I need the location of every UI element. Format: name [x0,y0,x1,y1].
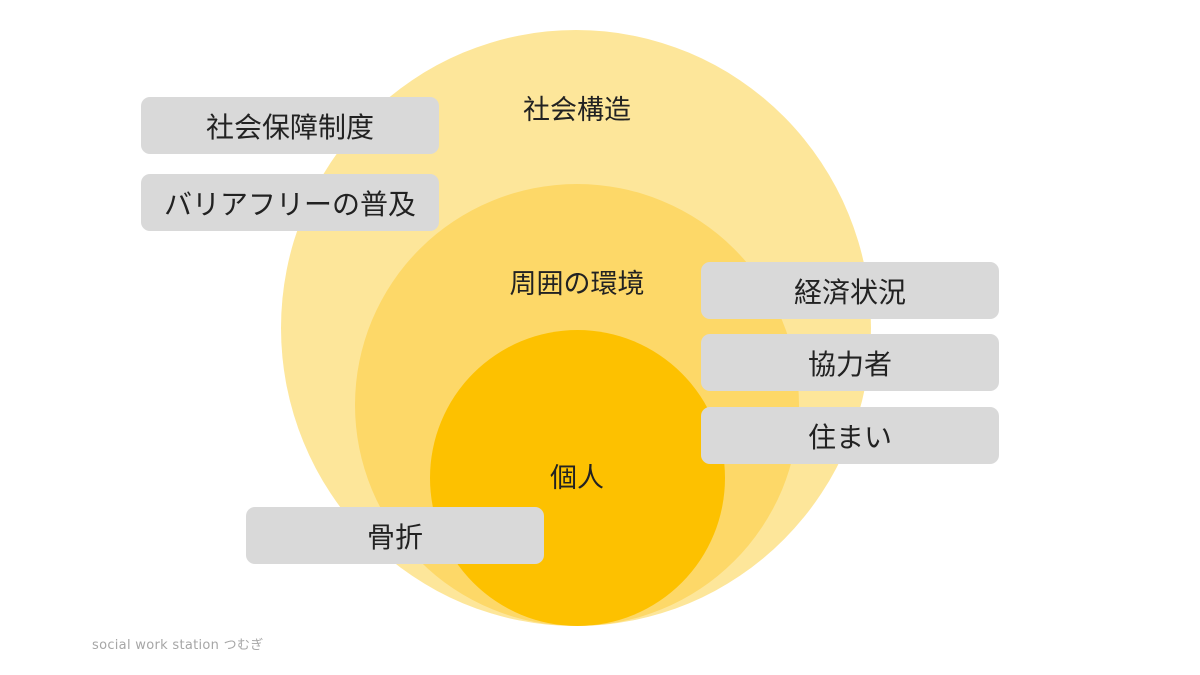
layer-label-middle: 周囲の環境 [509,269,645,300]
factor-box-supporters: 協力者 [701,334,999,391]
layer-label-inner: 個人 [550,463,604,494]
factor-label: 協力者 [807,347,892,381]
factor-box-fracture: 骨折 [246,507,544,564]
inner-circle-individual [430,330,725,626]
factor-label: バリアフリーの普及 [163,187,416,221]
factor-box-social-security: 社会保障制度 [141,97,439,154]
layer-label-outer: 社会構造 [523,95,631,126]
factor-label: 経済状況 [793,275,906,309]
credit-text: social work station つむぎ [92,638,264,653]
factor-label: 骨折 [366,520,423,554]
factor-box-housing: 住まい [701,407,999,464]
factor-label: 住まい [807,420,892,454]
factor-box-economic-status: 経済状況 [701,262,999,319]
factor-label: 社会保障制度 [205,110,374,144]
factor-box-barrier-free: バリアフリーの普及 [141,174,439,231]
